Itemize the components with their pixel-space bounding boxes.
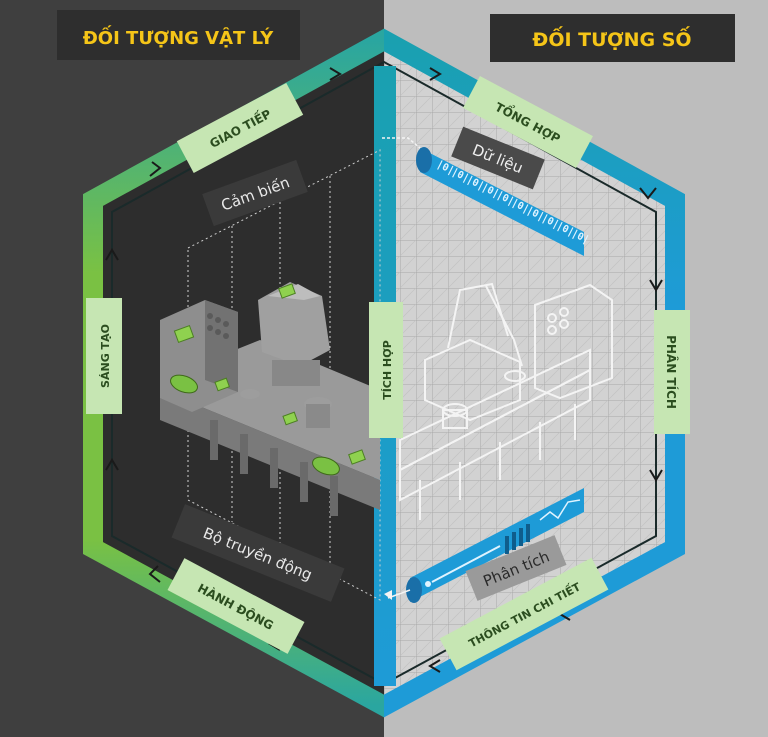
- header-physical: ĐỐI TƯỢNG VẬT LÝ: [57, 10, 300, 60]
- hexagon-ring-physical: [83, 28, 384, 718]
- svg-text:TÍCH HỢP: TÍCH HỢP: [381, 340, 394, 400]
- callout-data: Dữ liệu: [451, 126, 545, 190]
- label-integrate: TÍCH HỢP: [369, 302, 403, 438]
- header-physical-text: ĐỐI TƯỢNG VẬT LÝ: [83, 25, 275, 49]
- label-analyze: PHÂN TÍCH: [654, 310, 690, 434]
- hexagon-ring-digital: [384, 28, 685, 718]
- cycle-arrows: [105, 67, 663, 673]
- svg-text:SÁNG TẠO: SÁNG TẠO: [99, 324, 112, 388]
- analytics-connector-arrow: [384, 590, 392, 600]
- data-stream-bar: |0||0||0||0||0||0||0||0||0||0|: [416, 147, 591, 256]
- analytics-stream-bar: [406, 488, 584, 603]
- header-digital-text: ĐỐI TƯỢNG SỐ: [532, 25, 691, 51]
- digital-machine: [399, 282, 613, 520]
- label-create: SÁNG TẠO: [86, 298, 122, 414]
- header-digital: ĐỐI TƯỢNG SỐ: [490, 14, 735, 62]
- physical-machine: [160, 149, 381, 601]
- data-connector: [382, 137, 421, 149]
- svg-text:PHÂN TÍCH: PHÂN TÍCH: [664, 335, 679, 409]
